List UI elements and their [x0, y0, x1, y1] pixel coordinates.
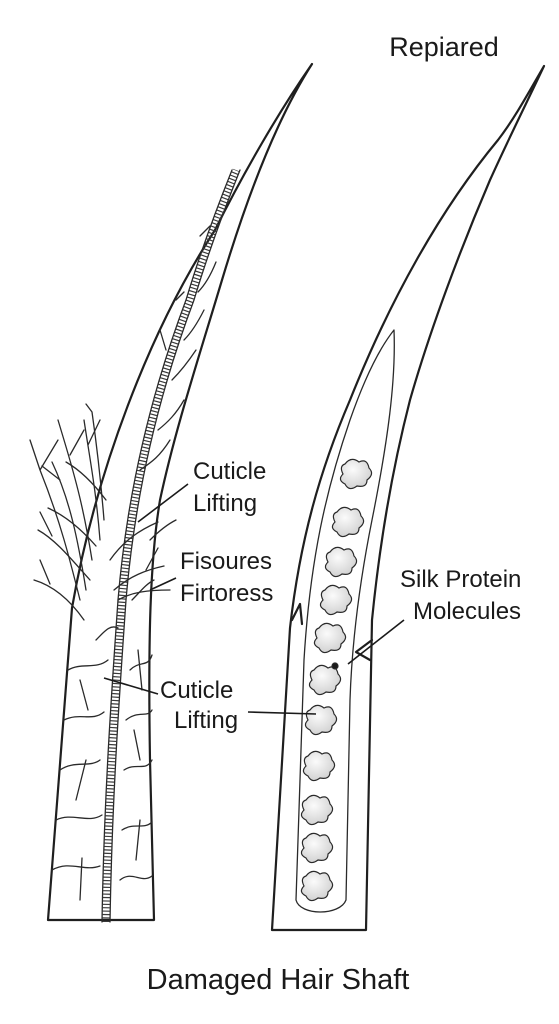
leader-cuticle-bottom — [103, 677, 159, 695]
label-fissures-line2: Firtoress — [180, 580, 273, 607]
molecule — [319, 584, 353, 616]
label-cuticle-lifting-top-line2: Lifting — [193, 490, 257, 517]
leader-cuticle-top — [137, 483, 189, 523]
damaged-medulla — [102, 168, 240, 923]
leader-cuticle-bottom-2 — [247, 711, 317, 715]
molecule-marker — [331, 662, 339, 670]
molecule — [304, 704, 338, 736]
repaired-splice-right — [354, 638, 374, 662]
damaged-medulla-edge-l — [101, 169, 233, 923]
molecule — [339, 458, 373, 490]
caption-damaged-hair-shaft: Damaged Hair Shaft — [147, 964, 410, 996]
repaired-title: Repiared — [389, 32, 499, 62]
damaged-frayed-fibers — [29, 403, 171, 621]
molecule — [308, 664, 342, 696]
molecule — [300, 832, 334, 864]
damaged-medulla-edge-r — [109, 169, 241, 923]
label-cuticle-lifting-bottom-line2: Lifting — [174, 707, 238, 734]
damaged-cuticle-cracks — [51, 225, 217, 901]
label-silk-protein-line2: Molecules — [413, 598, 521, 625]
repaired-hair-shaft — [270, 64, 546, 932]
molecule — [300, 870, 334, 902]
leader-silk-protein — [347, 619, 405, 665]
silk-protein-molecules — [300, 458, 373, 902]
molecule — [302, 750, 336, 782]
label-cuticle-lifting-top-line1: Cuticle — [193, 458, 266, 485]
molecule — [324, 546, 358, 578]
repaired-splice-left — [290, 602, 304, 626]
label-cuticle-lifting-bottom-line1: Cuticle — [160, 677, 233, 704]
label-fissures-line1: Fisoures — [180, 548, 272, 575]
damaged-hair-shaft — [29, 62, 314, 923]
repaired-shaft-outline — [270, 64, 546, 932]
repaired-inner-canal — [295, 329, 395, 913]
leader-fissures — [149, 577, 177, 591]
damaged-shaft-outline — [46, 62, 314, 922]
label-silk-protein-line1: Silk Protein — [400, 566, 521, 593]
molecule — [300, 794, 334, 826]
molecule — [331, 506, 365, 538]
molecule — [313, 622, 347, 654]
leader-lines — [103, 483, 405, 715]
